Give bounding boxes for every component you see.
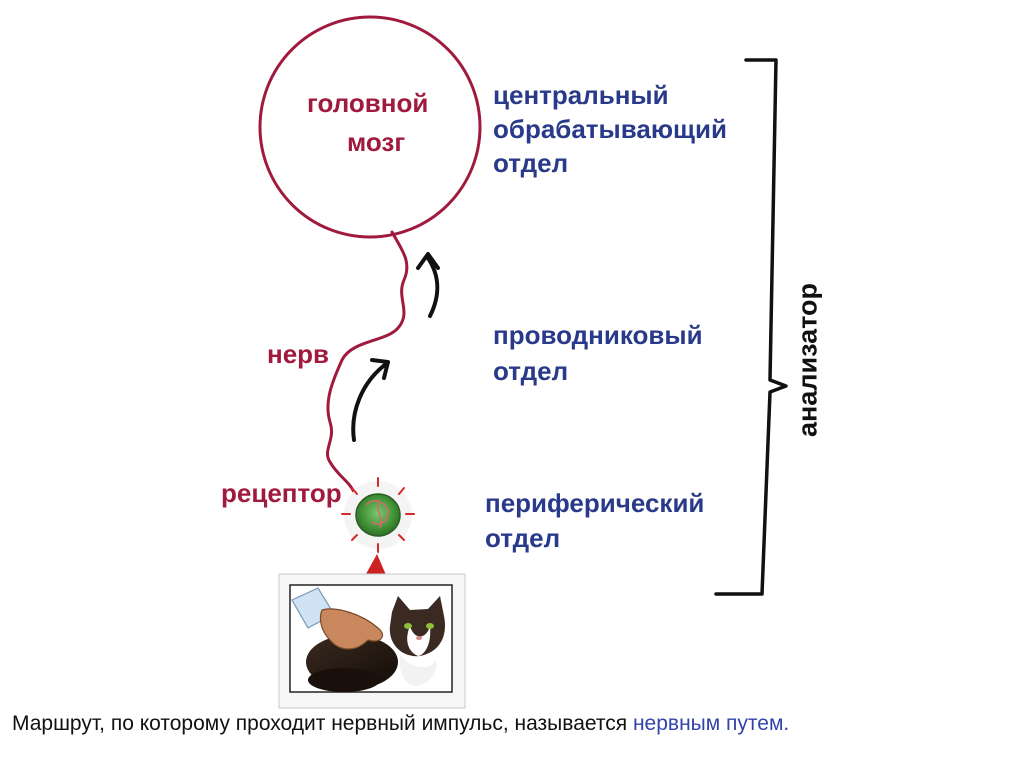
caption: Маршрут, по которому проходит нервный им…	[12, 712, 789, 736]
peripheral-section-label-line-1: периферический	[485, 488, 705, 518]
nerve-line	[325, 230, 409, 494]
cat-picture	[278, 573, 466, 709]
nerve-label: нерв	[267, 339, 330, 369]
caption-text: Маршрут, по которому проходит нервный им…	[12, 712, 633, 735]
brain-label-line-2: мозг	[347, 127, 406, 157]
central-section-label-line-3: отдел	[493, 148, 569, 178]
receptor-label: рецептор	[221, 478, 342, 508]
analyzer-label: анализатор	[792, 282, 823, 438]
caption-highlight: нервным путем.	[632, 712, 790, 735]
central-section-label-line-1: центральный	[493, 80, 669, 110]
analyzer-bracket	[714, 58, 788, 596]
conductive-section-label-line-1: проводниковый	[493, 320, 703, 350]
impulse-arrow-upper	[416, 252, 440, 318]
brain-label-line-1: головной	[307, 88, 429, 118]
impulse-arrow-lower	[351, 358, 390, 442]
receptor-icon	[341, 477, 415, 553]
brain-circle	[258, 15, 482, 239]
central-section-label-line-2: обрабатывающий	[493, 114, 727, 144]
conductive-section-label-line-2: отдел	[493, 356, 569, 386]
peripheral-section-label-line-2: отдел	[485, 523, 561, 553]
